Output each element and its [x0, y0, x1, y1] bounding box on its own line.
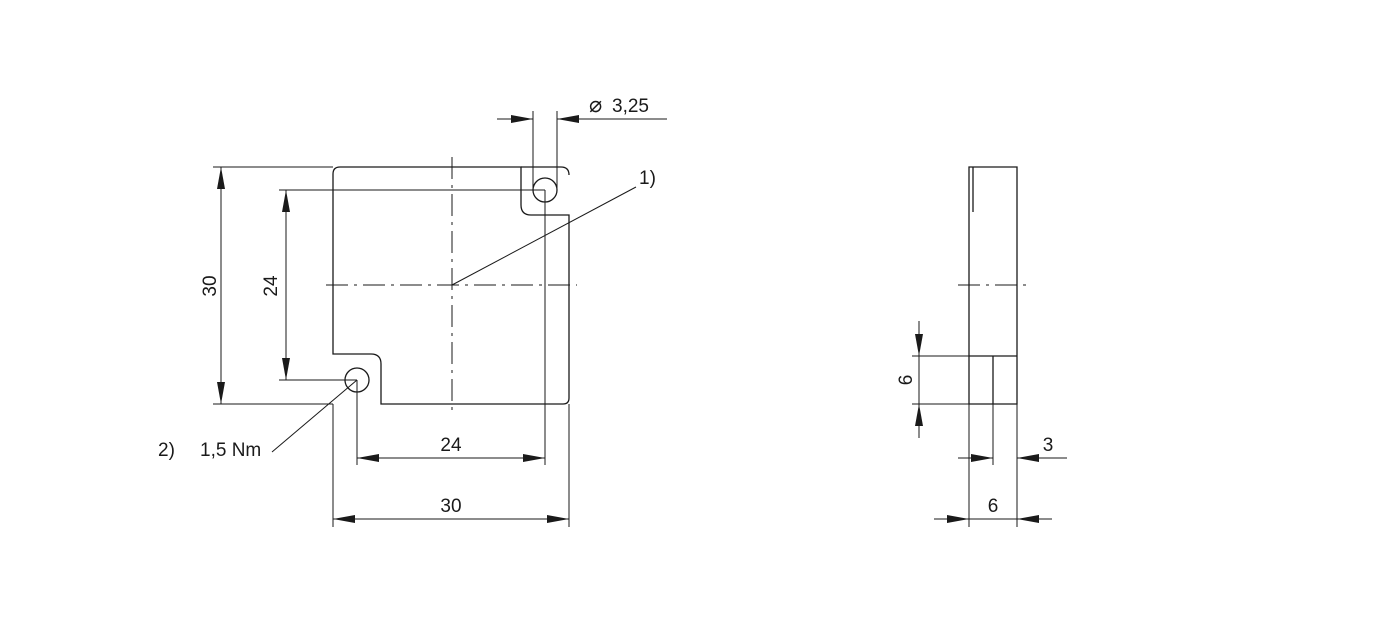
callout-1-label: 1) — [639, 168, 656, 189]
arrowhead — [523, 454, 545, 462]
leader-line-2 — [271, 379, 358, 453]
arrowhead — [915, 334, 923, 356]
arrowhead — [282, 190, 290, 212]
arrowhead — [511, 115, 533, 123]
arrowhead — [915, 404, 923, 426]
arrowhead — [557, 115, 579, 123]
front-view: ⌀ 3,25 1) 30 24 24 30 2) — [158, 92, 667, 527]
torque-label: 1,5 Nm — [200, 440, 261, 461]
diameter-symbol: ⌀ — [589, 92, 602, 117]
housing-outline — [332, 166, 570, 405]
arrowhead — [217, 382, 225, 404]
dim-width-holes-label: 24 — [440, 435, 462, 456]
arrowhead — [947, 515, 969, 523]
arrowhead — [1017, 515, 1039, 523]
dim-step-height-label: 6 — [896, 375, 917, 386]
arrowhead — [282, 358, 290, 380]
side-view: 6 3 6 — [896, 166, 1067, 527]
callout-2-label: 2) — [158, 440, 175, 461]
dim-step-depth-label: 3 — [1043, 435, 1054, 456]
dim-diameter-label: 3,25 — [612, 96, 649, 117]
arrowhead — [357, 454, 379, 462]
arrowhead — [217, 167, 225, 189]
arrowhead — [333, 515, 355, 523]
corner-detail — [521, 166, 570, 176]
arrowhead — [971, 454, 993, 462]
dim-width-outer-label: 30 — [440, 496, 461, 517]
dim-thickness-label: 6 — [988, 496, 999, 517]
dim-height-outer-label: 30 — [200, 275, 221, 296]
leader-line-1 — [451, 186, 637, 286]
dim-height-holes-label: 24 — [261, 275, 282, 297]
arrowhead — [1017, 454, 1039, 462]
arrowhead — [547, 515, 569, 523]
